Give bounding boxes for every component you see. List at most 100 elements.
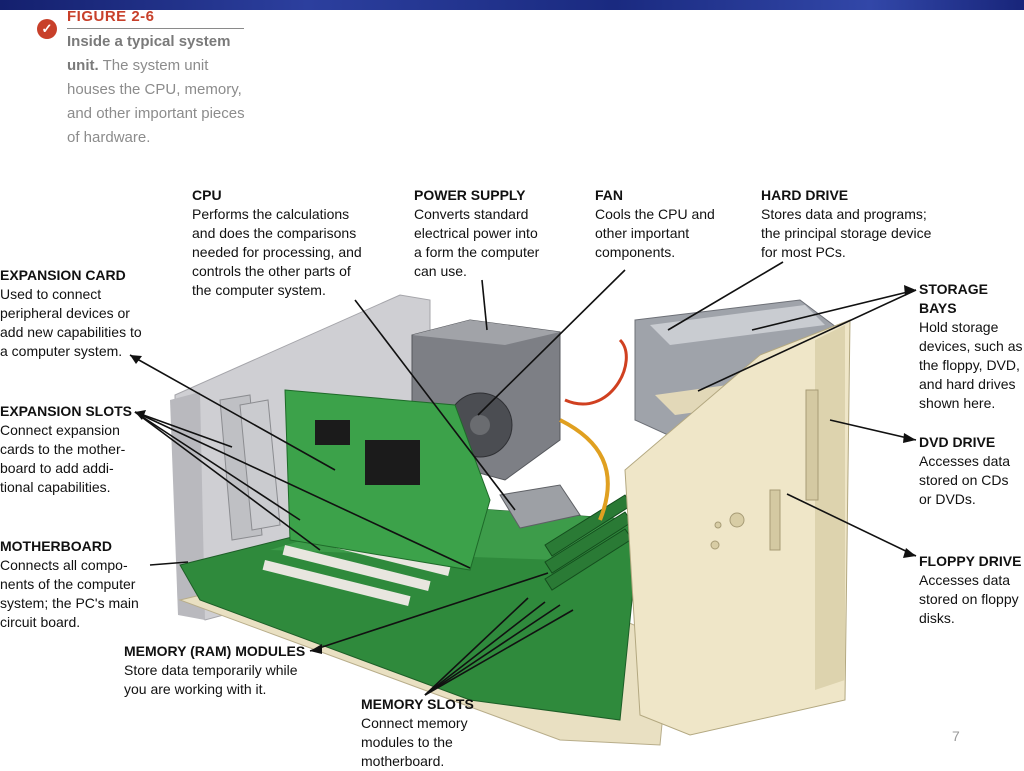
label-cpu-line: needed for processing, and <box>192 244 362 260</box>
card-chip <box>365 440 420 485</box>
leader-arrowheads <box>130 285 916 654</box>
leader-motherboard <box>149 561 189 566</box>
leader-memory-slots-2 <box>424 601 546 696</box>
label-storage-bays-line: and hard drives <box>919 376 1016 392</box>
label-cpu-line: Performs the calculations <box>192 206 350 222</box>
label-expansion-slots-line: cards to the mother- <box>0 441 126 457</box>
figure-caption: Inside a typical system unit. The system… <box>67 30 247 150</box>
label-expansion-card: EXPANSION CARD Used to connect periphera… <box>0 266 142 361</box>
leader-memory-slots-3 <box>424 604 561 696</box>
label-power-supply-line: Converts standard <box>414 206 529 222</box>
label-fan-line: components. <box>595 244 676 260</box>
label-expansion-card-line: Used to connect <box>0 286 102 302</box>
caption-bold: Inside a typical system unit. <box>67 33 231 74</box>
leader-hard-drive <box>667 261 784 331</box>
leader-expansion-slots-1 <box>134 411 233 448</box>
leader-power-supply <box>481 279 488 331</box>
header-bar <box>0 0 1024 10</box>
label-memory-slots-line: Connect memory <box>361 715 468 731</box>
label-memory-slots: MEMORY SLOTS Connect memory modules to t… <box>361 695 474 771</box>
label-motherboard-line: system; the PC's main <box>0 595 139 611</box>
label-expansion-slots-line: Connect expansion <box>0 422 120 438</box>
page-number: 7 <box>952 728 960 744</box>
figure-number: FIGURE 2-6 <box>67 8 155 25</box>
label-floppy-drive: FLOPPY DRIVE Accesses data stored on flo… <box>919 552 1021 628</box>
arrowhead-floppy-drive <box>903 548 916 558</box>
leader-expansion-card <box>129 354 336 471</box>
leader-memory-slots-1 <box>424 597 529 696</box>
label-memory-modules-title: MEMORY (RAM) MODULES <box>124 643 306 659</box>
label-power-supply-title: POWER SUPPLY <box>414 187 526 203</box>
label-fan-title: FAN <box>595 187 623 203</box>
leader-expansion-slots-4 <box>134 411 471 569</box>
leader-expansion-slots-3 <box>134 411 321 551</box>
label-dvd-drive-line: Accesses data <box>919 453 1011 469</box>
label-memory-slots-line: modules to the <box>361 734 453 750</box>
power-button-icon <box>729 512 745 528</box>
label-hard-drive-line: the principal storage device <box>761 225 932 241</box>
cpu-heatsink <box>499 484 581 529</box>
label-motherboard-line: Connects all compo- <box>0 557 128 573</box>
power-cable-1 <box>559 418 610 521</box>
expansion-slot-1 <box>262 560 411 606</box>
label-memory-modules: MEMORY (RAM) MODULES Store data temporar… <box>124 642 305 699</box>
leader-expansion-slots-2 <box>134 411 301 521</box>
card-chip-small <box>315 420 350 445</box>
label-fan-line: other important <box>595 225 690 241</box>
label-storage-bays-line: devices, such as <box>919 338 1023 354</box>
label-power-supply-line: a form the computer <box>414 244 540 260</box>
leader-fan <box>477 269 626 416</box>
label-storage-bays: STORAGE BAYS Hold storage devices, such … <box>919 280 1024 413</box>
label-motherboard-line: circuit board. <box>0 614 81 630</box>
label-expansion-slots-line: board to add addi- <box>0 460 114 476</box>
label-hard-drive-line: for most PCs. <box>761 244 846 260</box>
label-floppy-drive-title: FLOPPY DRIVE <box>919 553 1022 569</box>
label-power-supply-line: can use. <box>414 263 467 279</box>
label-memory-slots-line: motherboard. <box>361 753 445 769</box>
label-cpu-line: and does the comparisons <box>192 225 357 241</box>
label-motherboard-line: nents of the computer <box>0 576 136 592</box>
label-cpu: CPU Performs the calculations and does t… <box>192 186 362 300</box>
leader-dvd-drive <box>829 419 917 441</box>
caption-text: The system unit houses the CPU, memory, … <box>67 57 245 146</box>
leader-storage-bays-2 <box>697 289 917 392</box>
leader-memory-slots-4 <box>424 609 574 696</box>
label-expansion-card-title: EXPANSION CARD <box>0 267 126 283</box>
hard-drive <box>650 305 825 345</box>
figure-badge-icon: ✓ <box>37 19 57 39</box>
label-power-supply-line: electrical power into <box>414 225 538 241</box>
label-expansion-slots: EXPANSION SLOTS Connect expansion cards … <box>0 402 132 497</box>
label-dvd-drive-line: or DVDs. <box>919 491 976 507</box>
front-bezel-edge <box>815 325 845 690</box>
arrowhead-expansion-card <box>130 355 142 364</box>
power-cable-2 <box>564 338 628 406</box>
label-dvd-drive-line: stored on CDs <box>919 472 1009 488</box>
label-storage-bays-line: Hold storage <box>919 319 999 335</box>
fan-hub <box>470 415 490 435</box>
figure-rule <box>67 28 244 29</box>
label-dvd-drive: DVD DRIVE Accesses data stored on CDs or… <box>919 433 1010 509</box>
label-storage-bays-title: STORAGE BAYS <box>919 281 988 316</box>
label-memory-slots-title: MEMORY SLOTS <box>361 696 474 712</box>
label-memory-modules-line: Store data temporarily while <box>124 662 298 678</box>
front-led-icon-2 <box>714 521 722 529</box>
dvd-drive-slot <box>805 389 819 501</box>
label-expansion-card-line: add new capabilities to <box>0 324 142 340</box>
arrowhead-memory-modules <box>310 644 322 654</box>
label-motherboard: MOTHERBOARD Connects all compo- nents of… <box>0 537 139 632</box>
label-power-supply: POWER SUPPLY Converts standard electrica… <box>414 186 539 281</box>
label-cpu-line: the computer system. <box>192 282 326 298</box>
leader-storage-bays-1 <box>751 289 917 331</box>
label-hard-drive-title: HARD DRIVE <box>761 187 849 203</box>
arrowhead-storage-bays <box>904 285 916 296</box>
label-storage-bays-line: the floppy, DVD, <box>919 357 1020 373</box>
label-cpu-title: CPU <box>192 187 222 203</box>
expansion-slot-2 <box>282 545 431 591</box>
label-hard-drive-line: Stores data and programs; <box>761 206 927 222</box>
power-supply-top <box>412 320 560 345</box>
label-floppy-drive-line: stored on floppy <box>919 591 1019 607</box>
leader-memory-modules <box>309 572 549 652</box>
label-memory-modules-line: you are working with it. <box>124 681 267 697</box>
label-fan: FAN Cools the CPU and other important co… <box>595 186 715 262</box>
